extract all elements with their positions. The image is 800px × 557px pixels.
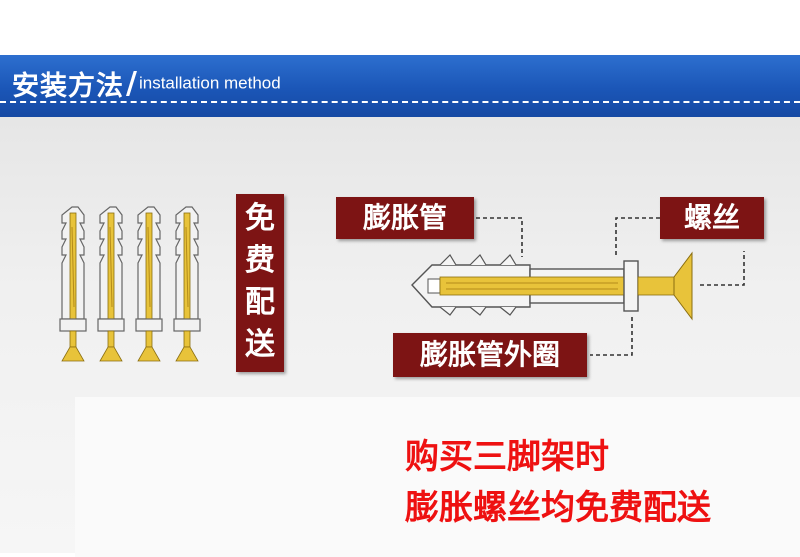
illustration-drawing	[59, 206, 745, 362]
anchor-screw-3-icon	[135, 206, 163, 362]
free-delivery-label: 免 费 配 送	[236, 194, 284, 372]
anchor-screw-1-icon	[59, 206, 87, 362]
section-title-zh: 安装方法	[12, 71, 124, 102]
header-dashed-divider	[0, 101, 800, 103]
free-delivery-char-1: 免	[245, 201, 275, 236]
anchor-screw-4-icon	[173, 206, 201, 362]
section-title-separator: /	[126, 66, 137, 101]
promo-line-2: 膨胀螺丝均免费配送	[405, 488, 711, 528]
free-delivery-char-4: 送	[245, 327, 275, 362]
screw-label: 螺丝	[660, 197, 764, 239]
free-delivery-char-3: 配	[245, 285, 275, 320]
promo-line-1: 购买三脚架时	[405, 437, 609, 477]
section-header: 安装方法/installation method	[0, 55, 800, 117]
free-delivery-char-2: 费	[245, 243, 275, 278]
anchor-label: 膨胀管	[336, 197, 474, 239]
anchor-outer-label: 膨胀管外圈	[393, 333, 587, 377]
anchor-set-illustration	[59, 206, 201, 362]
section-title: 安装方法/installation method	[12, 64, 281, 103]
illustration-area: 免 费 配 送 膨胀管 螺丝 膨胀管外圈 购买三脚架时 膨胀螺丝均免费配送	[0, 117, 800, 557]
anchor-diagram-illustration	[411, 217, 745, 356]
anchor-screw-2-icon	[97, 206, 125, 362]
promo-panel	[75, 397, 800, 557]
section-title-en: installation method	[138, 73, 281, 93]
